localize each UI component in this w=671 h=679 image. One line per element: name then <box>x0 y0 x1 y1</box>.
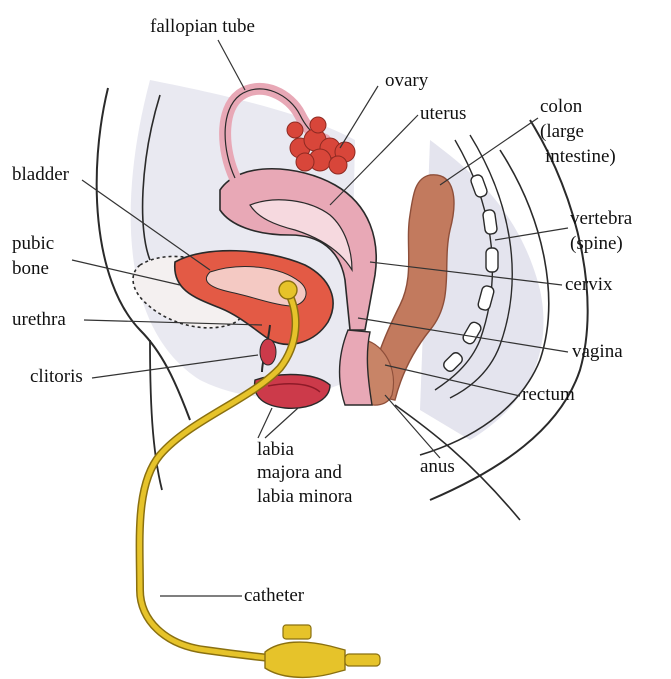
label-urethra: urethra <box>12 309 66 331</box>
label-colon-line3: intestine) <box>545 146 616 168</box>
ovary-shape <box>287 117 355 174</box>
leader-ovary <box>340 86 378 148</box>
label-fallopian-tube: fallopian tube <box>150 16 255 38</box>
catheter-side-port <box>283 625 311 639</box>
leader-colon <box>440 118 538 185</box>
label-pubic-bone-line2: bone <box>12 258 49 280</box>
label-cervix: cervix <box>565 274 612 296</box>
label-labia-line3: labia minora <box>257 486 353 508</box>
label-clitoris: clitoris <box>30 366 83 388</box>
label-bladder: bladder <box>12 164 69 186</box>
vagina-shape <box>339 330 372 405</box>
label-labia-line1: labia <box>257 439 294 461</box>
label-pubic-bone-line1: pubic <box>12 233 54 255</box>
label-colon-line1: colon <box>540 96 582 118</box>
leader-fallopian-tube <box>218 40 245 90</box>
vertebra-2 <box>482 209 497 234</box>
label-vertebra-line1: vertebra <box>570 208 632 230</box>
catheter-tip <box>345 654 380 666</box>
label-uterus: uterus <box>420 103 466 125</box>
label-ovary: ovary <box>385 70 428 92</box>
label-labia-line2: majora and <box>257 462 342 484</box>
vertebra-3 <box>486 248 498 272</box>
catheter-connector <box>265 642 345 677</box>
label-anus: anus <box>420 456 455 478</box>
label-vertebra-line2: (spine) <box>570 233 623 255</box>
clitoris-shape <box>260 339 276 365</box>
label-colon-line2: (large <box>540 121 584 143</box>
label-rectum: rectum <box>522 384 575 406</box>
label-catheter: catheter <box>244 585 304 607</box>
label-vagina: vagina <box>572 341 623 363</box>
catheter-balloon <box>279 281 297 299</box>
